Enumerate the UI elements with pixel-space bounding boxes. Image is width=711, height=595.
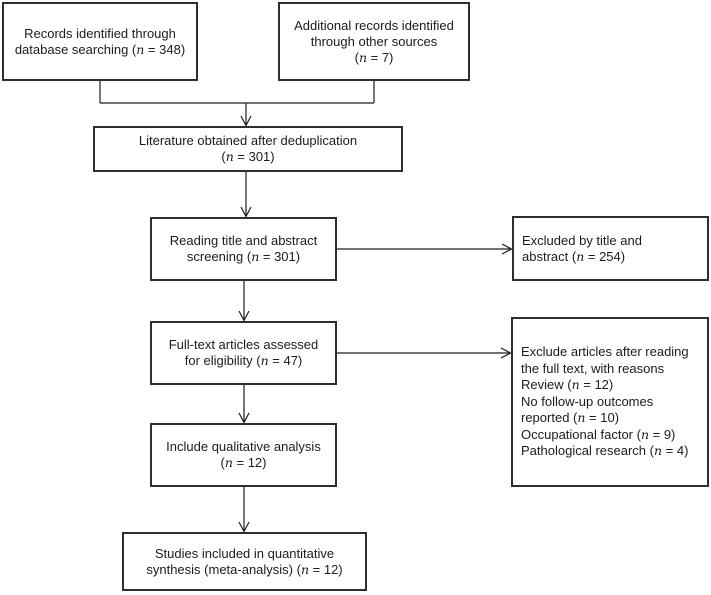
node-literature-after-deduplication: Literature obtained after deduplication(… bbox=[93, 126, 403, 172]
node-text-line: reported (n = 10) bbox=[521, 410, 620, 426]
node-text-line: screening (n = 301) bbox=[186, 249, 301, 264]
node-text-line: (n = 7) bbox=[354, 49, 394, 65]
node-text-line: Literature obtained after deduplication bbox=[138, 133, 358, 148]
node-text-line: Include qualitative analysis bbox=[166, 439, 321, 454]
node-text-line: abstract (n = 254) bbox=[522, 248, 626, 264]
node-text-line: (n = 301) bbox=[221, 149, 275, 164]
node-text-line: the full text, with reasons bbox=[521, 360, 665, 376]
arrowhead-merge-to-dedup bbox=[240, 115, 252, 127]
node-qualitative-analysis: Include qualitative analysis(n = 12) bbox=[150, 423, 337, 487]
arrowhead-screening-to-fulltext bbox=[238, 310, 250, 322]
node-text-line: Exclude articles after reading bbox=[521, 344, 689, 360]
node-text-line: (n = 12) bbox=[220, 455, 267, 470]
node-text-line: Records identified through bbox=[24, 25, 176, 41]
node-text-line: through other sources bbox=[310, 33, 438, 49]
node-text-line: Studies included in quantitative bbox=[154, 545, 335, 561]
node-text-line: Review (n = 12) bbox=[521, 377, 614, 393]
node-text-line: Reading title and abstract bbox=[169, 233, 318, 248]
arrowhead-qualitative-to-quantitative bbox=[238, 521, 250, 533]
node-text-line: No follow-up outcomes bbox=[521, 393, 654, 409]
node-text-line: synthesis (meta-analysis) (n = 12) bbox=[146, 561, 343, 577]
node-text-line: for eligibility (n = 47) bbox=[184, 353, 303, 368]
arrowhead-fulltext-to-excluded bbox=[500, 347, 512, 359]
node-text-line: database searching (n = 348) bbox=[14, 41, 186, 57]
arrowhead-dedup-to-screening bbox=[240, 206, 252, 218]
node-text-line: Pathological research (n = 4) bbox=[521, 443, 689, 459]
arrowhead-fulltext-to-qualitative bbox=[238, 412, 250, 424]
node-text-line: Excluded by title and bbox=[522, 232, 642, 248]
node-text-line: Occupational factor (n = 9) bbox=[521, 426, 676, 442]
node-text-line: Full-text articles assessed bbox=[168, 337, 319, 352]
node-text-line: Additional records identified bbox=[294, 17, 454, 33]
arrowhead-screening-to-excluded bbox=[501, 243, 513, 255]
